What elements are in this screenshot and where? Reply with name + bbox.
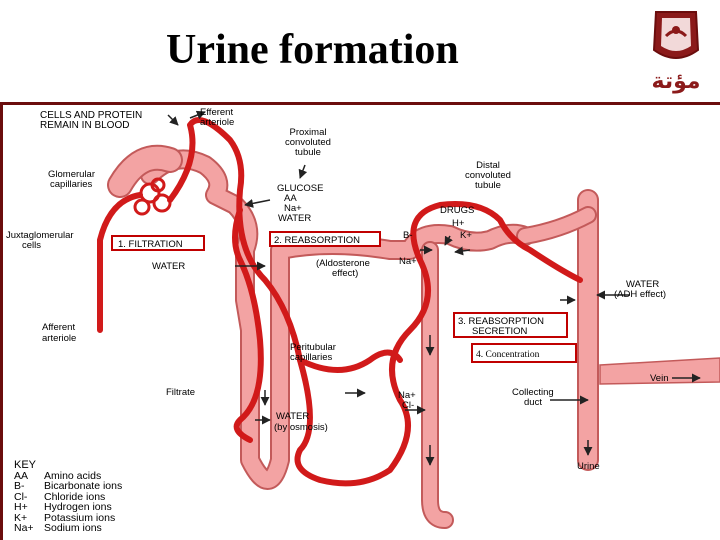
label-cells-protein: CELLS AND PROTEIN REMAIN IN BLOOD	[40, 110, 142, 131]
label-line: Proximal	[290, 127, 327, 138]
key-row: Cl- Chloride ions	[14, 490, 122, 503]
key-meaning: Hydrogen ions	[44, 501, 112, 513]
key-row: Na+ Sodium ions	[14, 523, 122, 534]
label-efferent: Efferent arteriole	[200, 107, 234, 128]
label-proximal: Proximal convoluted tubule	[285, 127, 331, 158]
label-line: (by osmosis)	[274, 422, 328, 433]
key-meaning: Amino acids	[44, 469, 102, 482]
label-line: (Aldosterone	[316, 258, 370, 269]
label-line: Efferent	[200, 107, 233, 118]
step-1-label: 1. FILTRATION	[118, 239, 183, 250]
university-logo: مؤتة	[651, 11, 701, 94]
label-na-cl: Na+ Cl-	[398, 390, 416, 411]
blood-vessels	[97, 117, 583, 487]
label-line: capillaries	[290, 352, 332, 363]
step-3-label: SECRETION	[472, 326, 528, 337]
label-line: convoluted	[465, 170, 511, 181]
label-k-plus: K+	[460, 230, 472, 241]
label-line: Juxtaglomerular	[6, 230, 74, 241]
key-meaning: Sodium ions	[44, 522, 102, 534]
key-meaning: Chloride ions	[44, 490, 106, 503]
key-abbr: AA	[14, 469, 29, 482]
label-line: Peritubular	[290, 342, 336, 353]
key-meaning: Bicarbonate ions	[44, 480, 123, 492]
label-na-plus-right: Na+	[399, 256, 417, 267]
label-substances-reabsorbed: GLUCOSE AA Na+ WATER	[277, 183, 323, 224]
label-juxtaglomerular: Juxtaglomerular cells	[6, 230, 74, 251]
label-line: tubule	[475, 180, 501, 191]
label-line: arteriole	[42, 333, 76, 344]
label-urine: Urine	[577, 461, 600, 472]
step-4-box: 4. Concentration	[471, 343, 577, 363]
label-line: Afferent	[42, 322, 75, 333]
label-water-mid: WATER	[152, 261, 185, 272]
label-distal: Distal convoluted tubule	[465, 160, 511, 191]
label-line: tubule	[295, 147, 321, 158]
label-collecting: Collecting duct	[512, 387, 554, 408]
step-3-box: 3. REABSORPTION SECRETION	[453, 312, 568, 338]
label-vein: Vein	[650, 373, 669, 384]
key-row: K+ Potassium ions	[14, 511, 122, 524]
label-line: REMAIN IN BLOOD	[40, 120, 129, 131]
key-row: H+ Hydrogen ions	[14, 502, 122, 513]
label-water: WATER	[278, 213, 311, 224]
left-divider	[0, 102, 3, 540]
label-aa: AA	[284, 193, 297, 204]
label-line: convoluted	[285, 137, 331, 148]
key-abbr: B-	[14, 480, 25, 492]
label-line: effect)	[332, 268, 358, 279]
label-line: Na+	[398, 390, 416, 401]
step-2-box: 2. REABSORPTION	[269, 231, 381, 247]
label-glucose: GLUCOSE	[277, 183, 323, 194]
label-na-plus: Na+	[284, 203, 302, 214]
key-row: B- Bicarbonate ions	[14, 481, 122, 492]
nephron-tubule	[107, 144, 599, 529]
key-meaning: Potassium ions	[44, 511, 116, 524]
key-abbr: Cl-	[14, 490, 28, 503]
label-drugs: DRUGS	[440, 205, 474, 216]
label-afferent: Afferent arteriole	[42, 322, 76, 344]
label-secreted: DRUGS H+ K+ B-	[403, 205, 474, 241]
label-filtrate: Filtrate	[166, 387, 195, 398]
label-peritubular: Peritubular capillaries	[290, 342, 336, 363]
label-water-adh: WATER (ADH effect)	[614, 279, 666, 300]
key-legend: KEY AA Amino acids B- Bicarbonate ions Cl-…	[14, 460, 122, 534]
label-line: Cl-	[402, 400, 414, 411]
label-line: Collecting	[512, 387, 554, 398]
nephron-diagram: CELLS AND PROTEIN REMAIN IN BLOOD Effere…	[6, 107, 720, 529]
flow-arrows	[167, 110, 701, 466]
step-4-label: 4. Concentration	[476, 350, 540, 360]
label-line: WATER	[626, 279, 659, 290]
key-abbr: H+	[14, 501, 28, 513]
key-abbr: Na+	[14, 522, 34, 534]
step-2-label: 2. REABSORPTION	[274, 235, 360, 246]
label-glomerular: Glomerular capillaries	[48, 169, 95, 190]
logo-text: مؤتة	[651, 69, 700, 94]
label-line: WATER	[276, 411, 309, 422]
label-b-minus: B-	[403, 230, 413, 241]
label-line: capillaries	[50, 179, 92, 190]
label-line: Glomerular	[48, 169, 95, 180]
label-line: arteriole	[200, 117, 234, 128]
label-h-plus: H+	[452, 218, 465, 229]
slide-title: Urine formation	[166, 27, 459, 73]
key-row: AA Amino acids	[14, 469, 122, 482]
label-line: Distal	[476, 160, 500, 171]
label-aldosterone: (Aldosterone effect)	[316, 258, 370, 279]
key-title: KEY	[14, 459, 37, 471]
key-abbr: K+	[14, 511, 28, 524]
label-water-osmosis: WATER (by osmosis)	[274, 411, 328, 433]
label-line: CELLS AND PROTEIN	[40, 110, 142, 121]
step-1-box: 1. FILTRATION	[111, 235, 205, 251]
step-3-label: 3. REABSORPTION	[458, 316, 544, 327]
label-line: (ADH effect)	[614, 289, 666, 300]
title-divider	[0, 102, 720, 105]
label-line: duct	[524, 397, 542, 408]
label-line: cells	[22, 240, 41, 251]
